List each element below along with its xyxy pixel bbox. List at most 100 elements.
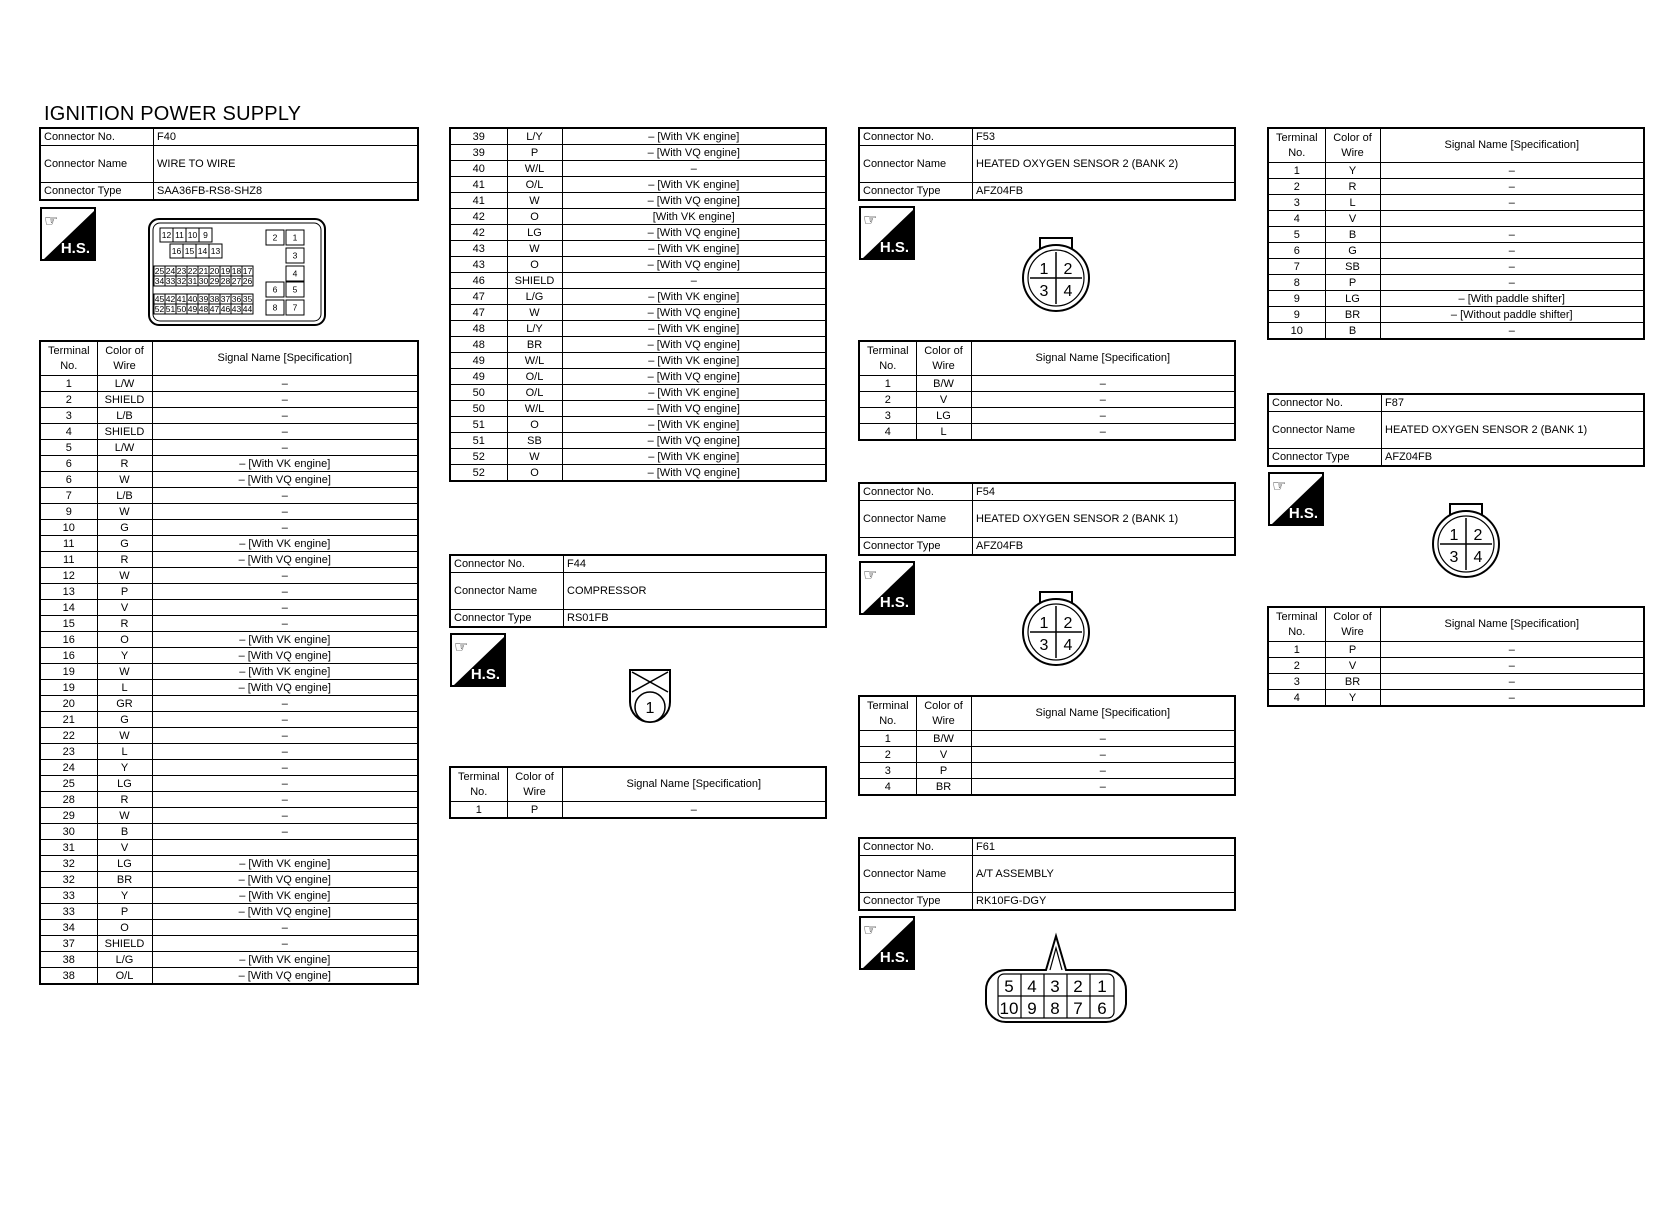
connector-pin-label: 25 <box>155 266 165 276</box>
connector-no-label: Connector No. <box>39 127 154 146</box>
signal-name-cell: – <box>151 423 419 440</box>
connector-pin-label: 2 <box>273 233 278 243</box>
connector-pin <box>265 299 285 316</box>
wire-color-cell: W/L <box>506 400 563 417</box>
terminal-no-cell: 2 <box>858 391 917 408</box>
wire-color-cell: V <box>1324 657 1381 674</box>
connector-pin-label: 12 <box>162 230 172 240</box>
wire-color-cell: LG <box>506 224 563 241</box>
terminal-no-cell: 1 <box>449 801 508 819</box>
terminal-no-cell: 4 <box>858 778 917 796</box>
signal-name-cell: – <box>151 407 419 424</box>
connector-pin-label: 32 <box>177 276 187 286</box>
connector-type-label: Connector Type <box>858 182 973 201</box>
wire-color-cell: Y <box>96 647 153 664</box>
terminal-no-cell: 4 <box>1267 210 1326 227</box>
signal-name-cell: – <box>1379 162 1645 179</box>
connector-pin-label: 8 <box>273 303 278 313</box>
terminal-no-cell: 3 <box>39 407 98 424</box>
signal-name-cell: – [With VK engine] <box>561 416 827 433</box>
signal-name-cell: – <box>1379 673 1645 690</box>
signal-name-cell: – <box>151 615 419 632</box>
signal-name-cell: – [With VQ engine] <box>561 368 827 385</box>
connector-pin-label: 31 <box>188 276 198 286</box>
connector-no-value: F40 <box>153 127 419 146</box>
terminal-no-cell: 30 <box>39 823 98 840</box>
wire-color-cell: P <box>506 801 563 819</box>
signal-name-cell: – [With VQ engine] <box>561 304 827 321</box>
signal-name-cell: – <box>151 695 419 712</box>
connector-pin <box>241 303 254 315</box>
connector-name-label: Connector Name <box>449 572 564 610</box>
connector-name-value: COMPRESSOR <box>563 572 827 610</box>
wire-color-cell: L <box>96 679 153 696</box>
f54-terminal-table: Terminal No. Color of Wire Signal Name [… <box>858 695 1236 796</box>
terminal-no-cell: 6 <box>1267 242 1326 259</box>
wire-color-cell: P <box>1324 274 1381 291</box>
wire-color-cell: O <box>96 631 153 648</box>
connector-pin <box>265 281 285 298</box>
connector-name-value: HEATED OXYGEN SENSOR 2 (BANK 1) <box>1381 411 1645 449</box>
f40-info: Connector No. F40 Connector Name WIRE TO… <box>39 127 419 201</box>
wire-color-cell: O <box>96 919 153 936</box>
wire-color-cell: B <box>1324 226 1381 243</box>
connector-pin-label: 13 <box>211 246 221 256</box>
signal-name-header: Signal Name [Specification] <box>1379 127 1645 163</box>
connector-pin-label: 50 <box>177 304 187 314</box>
wire-color-cell: W <box>506 304 563 321</box>
color-of-wire-header: Color of Wire <box>915 340 972 376</box>
terminal-no-cell: 6 <box>39 471 98 488</box>
terminal-no-cell: 19 <box>39 679 98 696</box>
f44-connector-svg: 1 <box>629 669 671 723</box>
connector-pin-label: 33 <box>166 276 176 286</box>
wire-color-cell: O/L <box>506 176 563 193</box>
signal-name-header: Signal Name [Specification] <box>561 766 827 802</box>
connector-type-label: Connector Type <box>858 537 973 556</box>
terminal-no-cell: 10 <box>1267 322 1326 340</box>
connector-no-value: F53 <box>972 127 1236 146</box>
svg-text:1: 1 <box>1097 977 1106 996</box>
signal-name-cell: – <box>970 762 1236 779</box>
wire-color-cell: W <box>506 448 563 465</box>
terminal-no-cell: 39 <box>449 144 508 161</box>
signal-name-cell: – <box>970 730 1236 747</box>
terminal-no-cell: 12 <box>39 567 98 584</box>
wire-color-cell: L/G <box>96 951 153 968</box>
connector-pin-label: 9 <box>203 230 208 240</box>
terminal-no-cell: 42 <box>449 208 508 225</box>
f61-terminal-table: Terminal No. Color of Wire Signal Name [… <box>1267 127 1645 340</box>
terminal-no-cell: 11 <box>39 535 98 552</box>
connector-pin-label: 23 <box>177 266 187 276</box>
connector-name-label: Connector Name <box>858 500 973 538</box>
svg-text:1: 1 <box>1450 527 1459 544</box>
connector-pin-label: 1 <box>293 233 298 243</box>
connector-pin-label: 43 <box>232 304 242 314</box>
f61-info: Connector No. F61 Connector Name A/T ASS… <box>858 837 1236 911</box>
terminal-no-cell: 41 <box>449 192 508 209</box>
signal-name-cell: – <box>561 160 827 177</box>
wire-color-cell: L <box>915 423 972 441</box>
svg-text:6: 6 <box>1097 999 1106 1018</box>
wire-color-cell: W <box>96 567 153 584</box>
